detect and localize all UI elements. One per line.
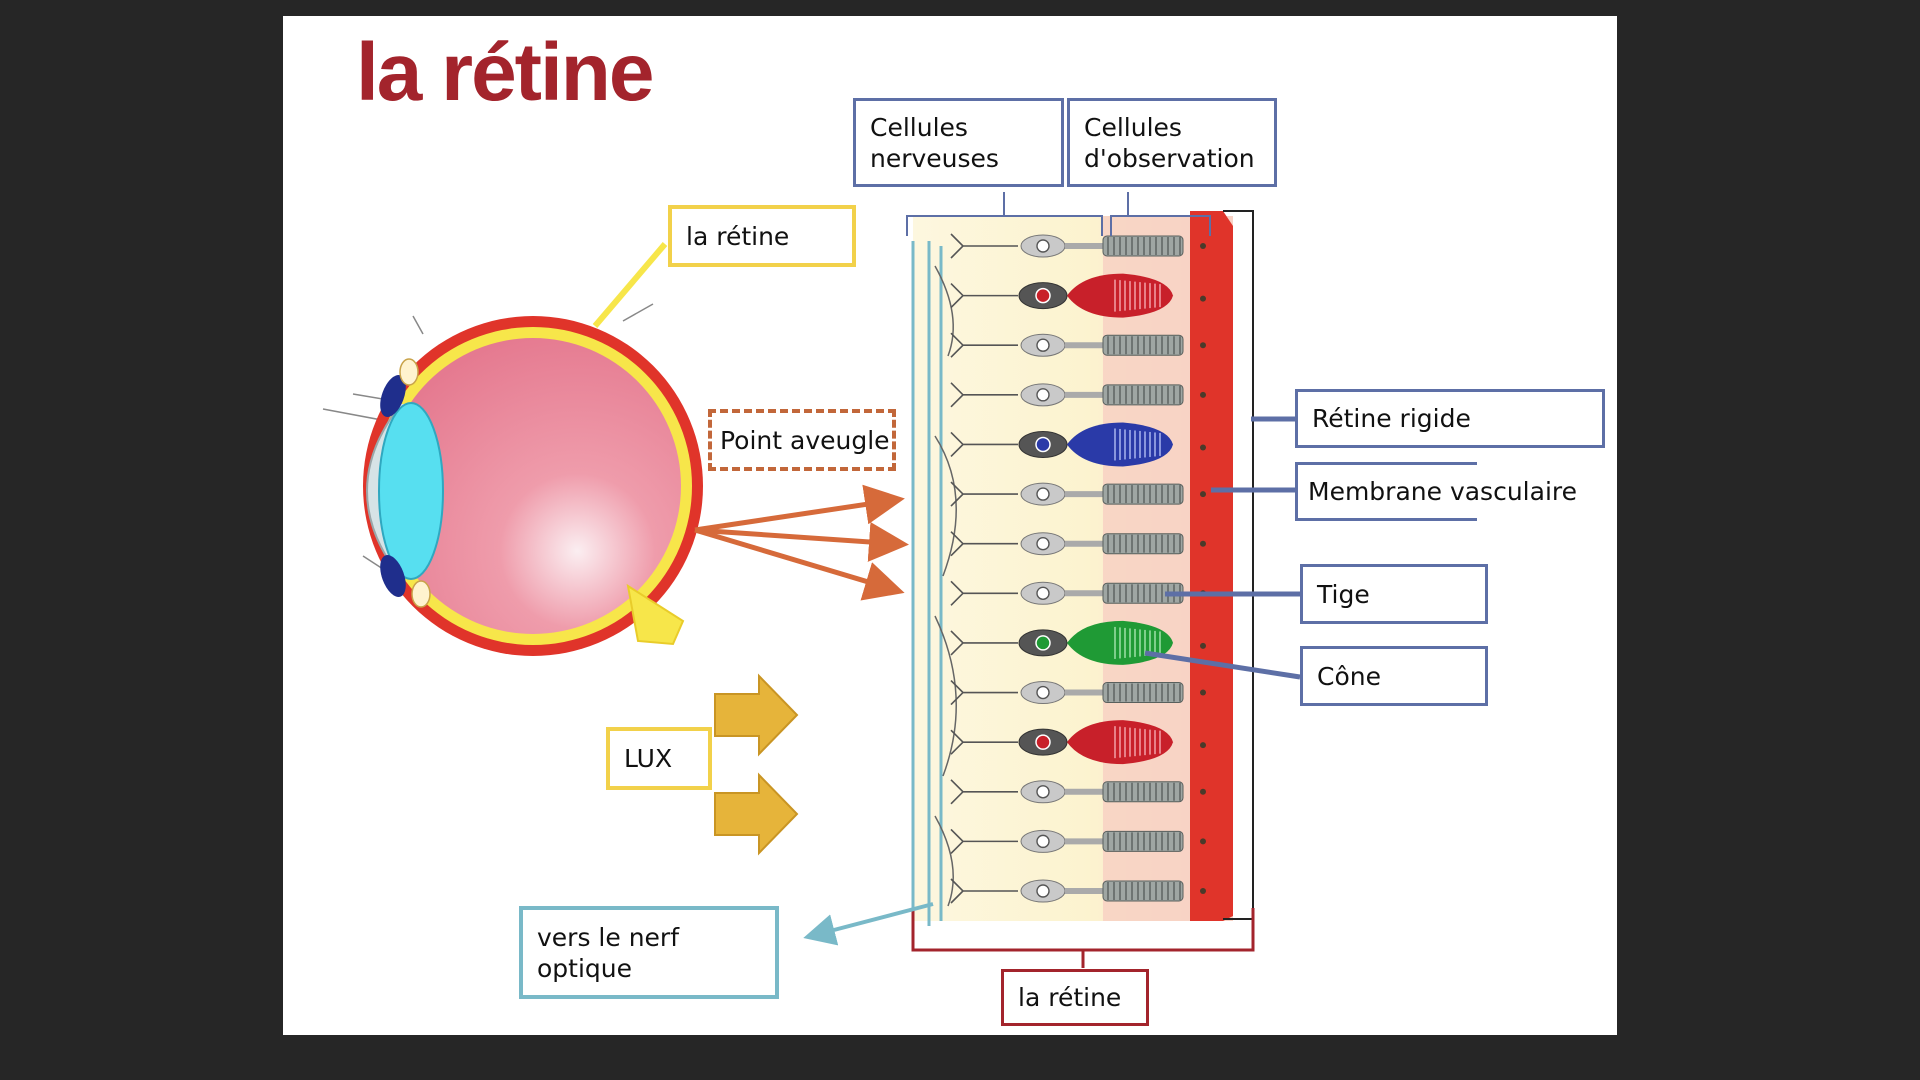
label-rigid-retina: Rétine rigide [1295,389,1605,448]
cone-cell [950,273,1206,318]
rod-cell [950,828,1206,854]
page-title: la rétine [356,27,654,118]
eyeball [322,303,703,656]
label-blind-spot: Point aveugle [708,409,896,471]
label-vascular-membrane-text: Membrane vasculaire [1308,477,1577,506]
label-retina-bottom: la rétine [1001,969,1149,1026]
rod-cell [950,878,1206,904]
label-nerve-cells-text: Cellules nerveuses [870,112,999,173]
label-observation-cells-text: Cellules d'observation [1084,112,1255,173]
label-cone-text: Cône [1317,661,1381,691]
label-cone: Cône [1300,646,1488,706]
label-rod: Tige [1300,564,1488,624]
label-vascular-membrane: Membrane vasculaire [1295,462,1577,521]
optic-nerve-arrow [803,902,934,946]
retina-bracket [911,908,1255,968]
label-lux-text: LUX [624,744,673,773]
lux-arrows [714,673,799,856]
cone-cell [950,720,1206,765]
label-optic-nerve-text: vers le nerf optique [537,922,680,983]
retina-tissue [911,210,1254,926]
label-optic-nerve: vers le nerf optique [519,906,779,999]
rod-cell [950,481,1206,507]
retina-pointer [592,242,668,328]
label-observation-cells: Cellules d'observation [1067,98,1277,187]
rod-cell [950,779,1206,805]
rod-cell [950,233,1206,259]
rod-cell [950,382,1206,408]
label-rigid-retina-text: Rétine rigide [1312,404,1471,433]
label-retina-eye: la rétine [668,205,856,267]
photoreceptor-cells [950,233,1206,904]
label-rod-text: Tige [1317,579,1370,609]
label-lux: LUX [606,727,712,790]
cone-cell [950,422,1206,467]
label-nerve-cells: Cellules nerveuses [853,98,1064,187]
label-retina-bottom-text: la rétine [1018,983,1122,1012]
slide: la rétine Cellules nerveuses Cellules d'… [283,16,1617,1035]
pointer-lines [1144,416,1301,680]
top-brackets [906,192,1211,236]
rod-cell [950,531,1206,557]
label-retina-eye-text: la rétine [686,221,790,251]
rod-cell [950,679,1206,706]
rod-cell [950,332,1206,358]
light-ray-arrows [694,484,909,601]
label-blind-spot-text: Point aveugle [720,425,890,455]
retina-diagram [322,192,1301,968]
